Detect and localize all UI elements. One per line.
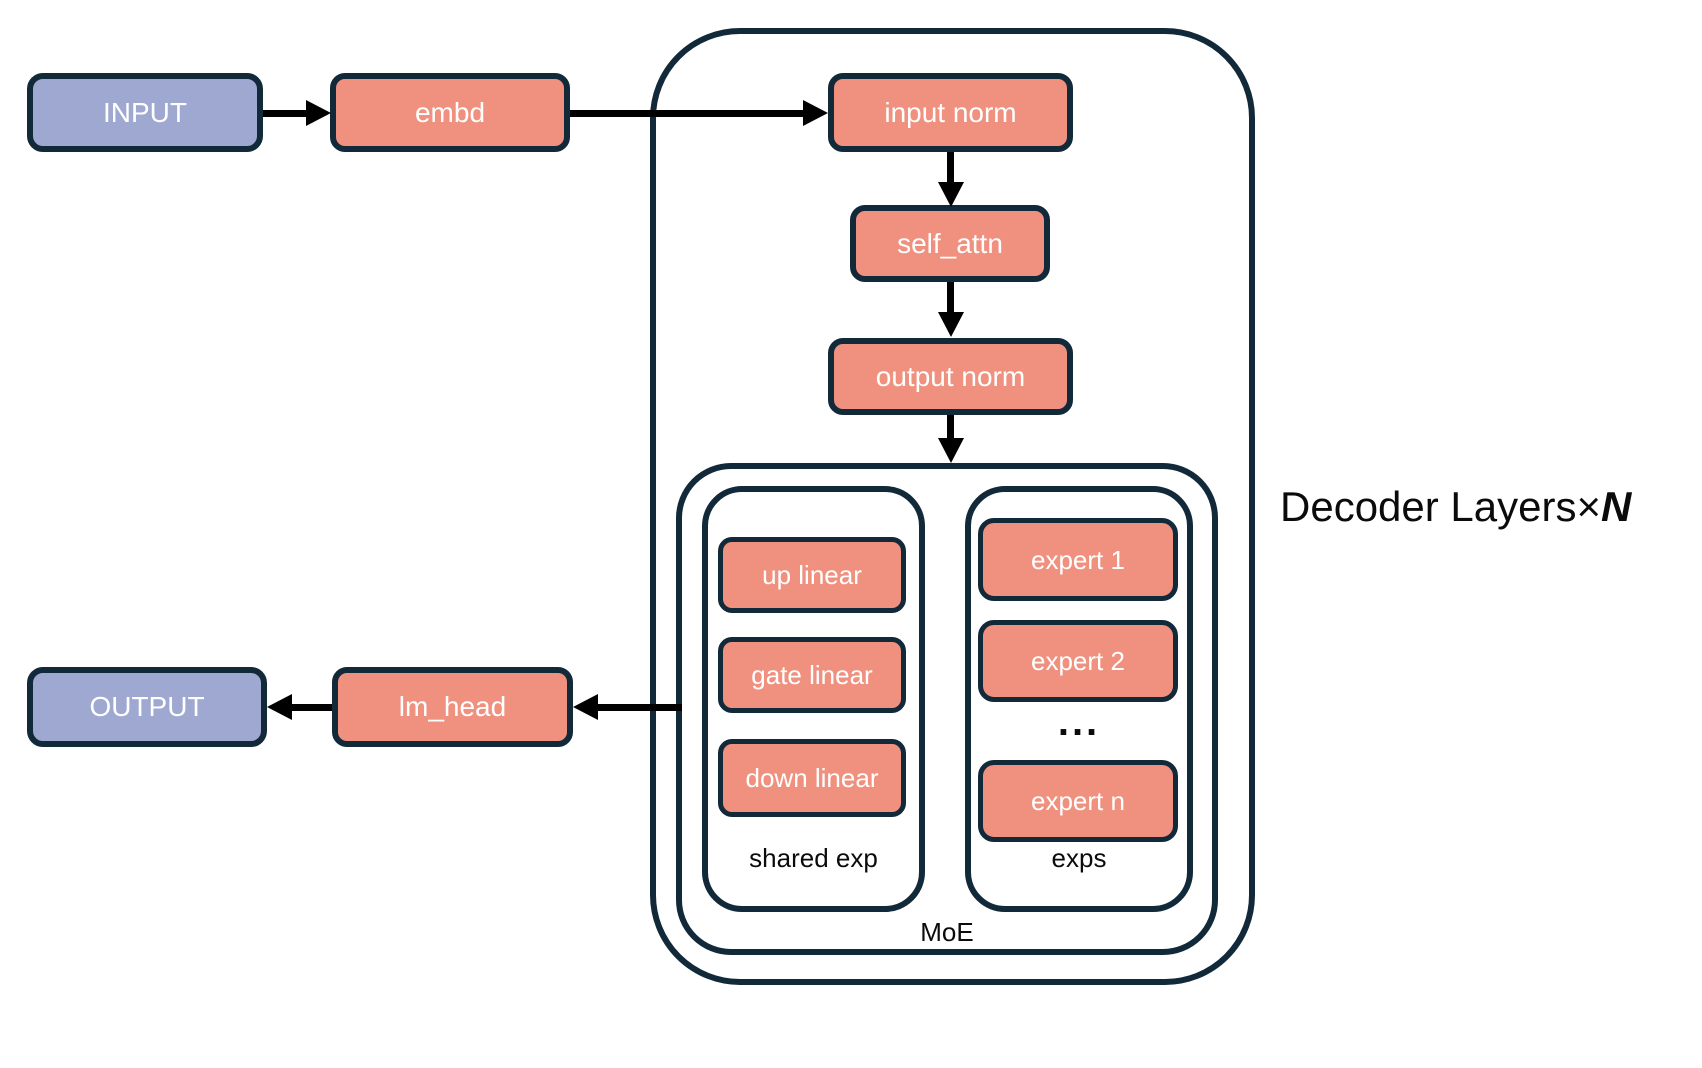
node-input-norm-label: input norm: [884, 96, 1017, 128]
node-self-attn: self_attn: [850, 205, 1050, 282]
node-input-norm: input norm: [828, 73, 1073, 152]
arrow-shaft: [947, 282, 954, 314]
decoder-n-variable: N: [1601, 483, 1632, 530]
node-input: INPUT: [27, 73, 263, 152]
label-decoder-layers: Decoder Layers×N: [1280, 486, 1631, 528]
arrow-head: [267, 694, 292, 720]
node-lm-head: lm_head: [332, 667, 573, 747]
node-expert-1-label: expert 1: [1031, 544, 1125, 575]
arrow-head: [938, 312, 964, 337]
node-expert-2: expert 2: [978, 620, 1178, 702]
label-moe: MoE: [920, 917, 974, 947]
arrow-shaft: [263, 110, 308, 117]
times-sign: ×: [1576, 483, 1602, 530]
label-shared-exp: shared exp: [749, 843, 878, 873]
arrow-head: [306, 100, 331, 126]
decoder-layers-container: [650, 28, 1255, 985]
node-gate-linear: gate linear: [718, 637, 906, 713]
arrow-shaft: [947, 415, 954, 440]
node-output-label: OUTPUT: [89, 691, 205, 722]
node-up-linear: up linear: [718, 537, 906, 613]
node-up-linear-label: up linear: [762, 560, 862, 590]
arrow-head: [938, 182, 964, 207]
arrow-head: [573, 694, 598, 720]
arrow-head: [803, 100, 828, 126]
node-expert-n: expert n: [978, 760, 1178, 842]
node-expert-2-label: expert 2: [1031, 646, 1125, 676]
node-down-linear-label: down linear: [745, 763, 879, 793]
exps-container: [965, 486, 1193, 912]
node-down-linear: down linear: [718, 739, 906, 817]
node-lm-head-label: lm_head: [398, 691, 507, 722]
node-output: OUTPUT: [27, 667, 267, 747]
arrow-shaft: [596, 704, 682, 711]
arrow-head: [938, 438, 964, 463]
experts-ellipsis: ...: [1057, 700, 1101, 744]
node-output-norm-label: output norm: [875, 360, 1026, 392]
node-gate-linear-label: gate linear: [751, 660, 873, 690]
node-output-norm: output norm: [828, 338, 1073, 415]
node-embd-label: embd: [414, 96, 486, 128]
node-embd: embd: [330, 73, 570, 152]
node-input-label: INPUT: [103, 96, 187, 128]
arrow-shaft: [570, 110, 806, 117]
node-expert-1: expert 1: [978, 518, 1178, 601]
decoder-layers-text: Decoder Layers: [1280, 483, 1577, 530]
arrow-shaft: [290, 704, 332, 711]
arrow-shaft: [947, 152, 954, 184]
label-exps: exps: [1051, 843, 1107, 873]
node-self-attn-label: self_attn: [897, 227, 1003, 259]
node-expert-n-label: expert n: [1031, 786, 1125, 816]
shared-exp-container: [702, 486, 925, 912]
